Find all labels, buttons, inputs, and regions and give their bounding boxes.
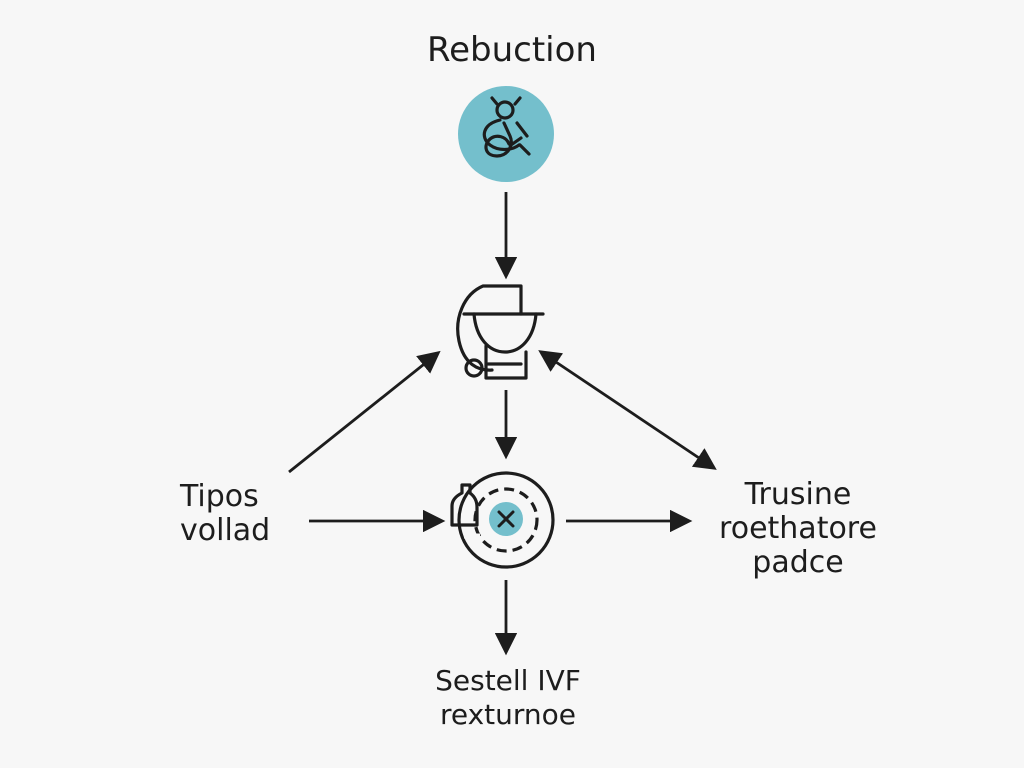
flask-icon bbox=[450, 483, 479, 527]
diagram-title: Rebuction bbox=[427, 30, 597, 70]
left-node-label: Tipos vollad bbox=[180, 479, 271, 548]
bottom-node-label: Sestell IVF rexturnoe bbox=[435, 664, 581, 731]
cooking-pot-icon bbox=[456, 284, 545, 380]
target-node bbox=[450, 471, 555, 569]
top-node-circle bbox=[458, 86, 554, 182]
close-icon bbox=[497, 510, 515, 528]
target-dashed-ring bbox=[473, 487, 539, 553]
target-outer-ring bbox=[457, 471, 555, 569]
top-node bbox=[458, 86, 554, 182]
arrow-left-to-pot bbox=[288, 350, 441, 474]
right-node-label: Trusine roethatore padce bbox=[719, 477, 877, 580]
creature-icon bbox=[482, 96, 531, 158]
arrow-pot-right-bidirectional bbox=[538, 350, 717, 470]
